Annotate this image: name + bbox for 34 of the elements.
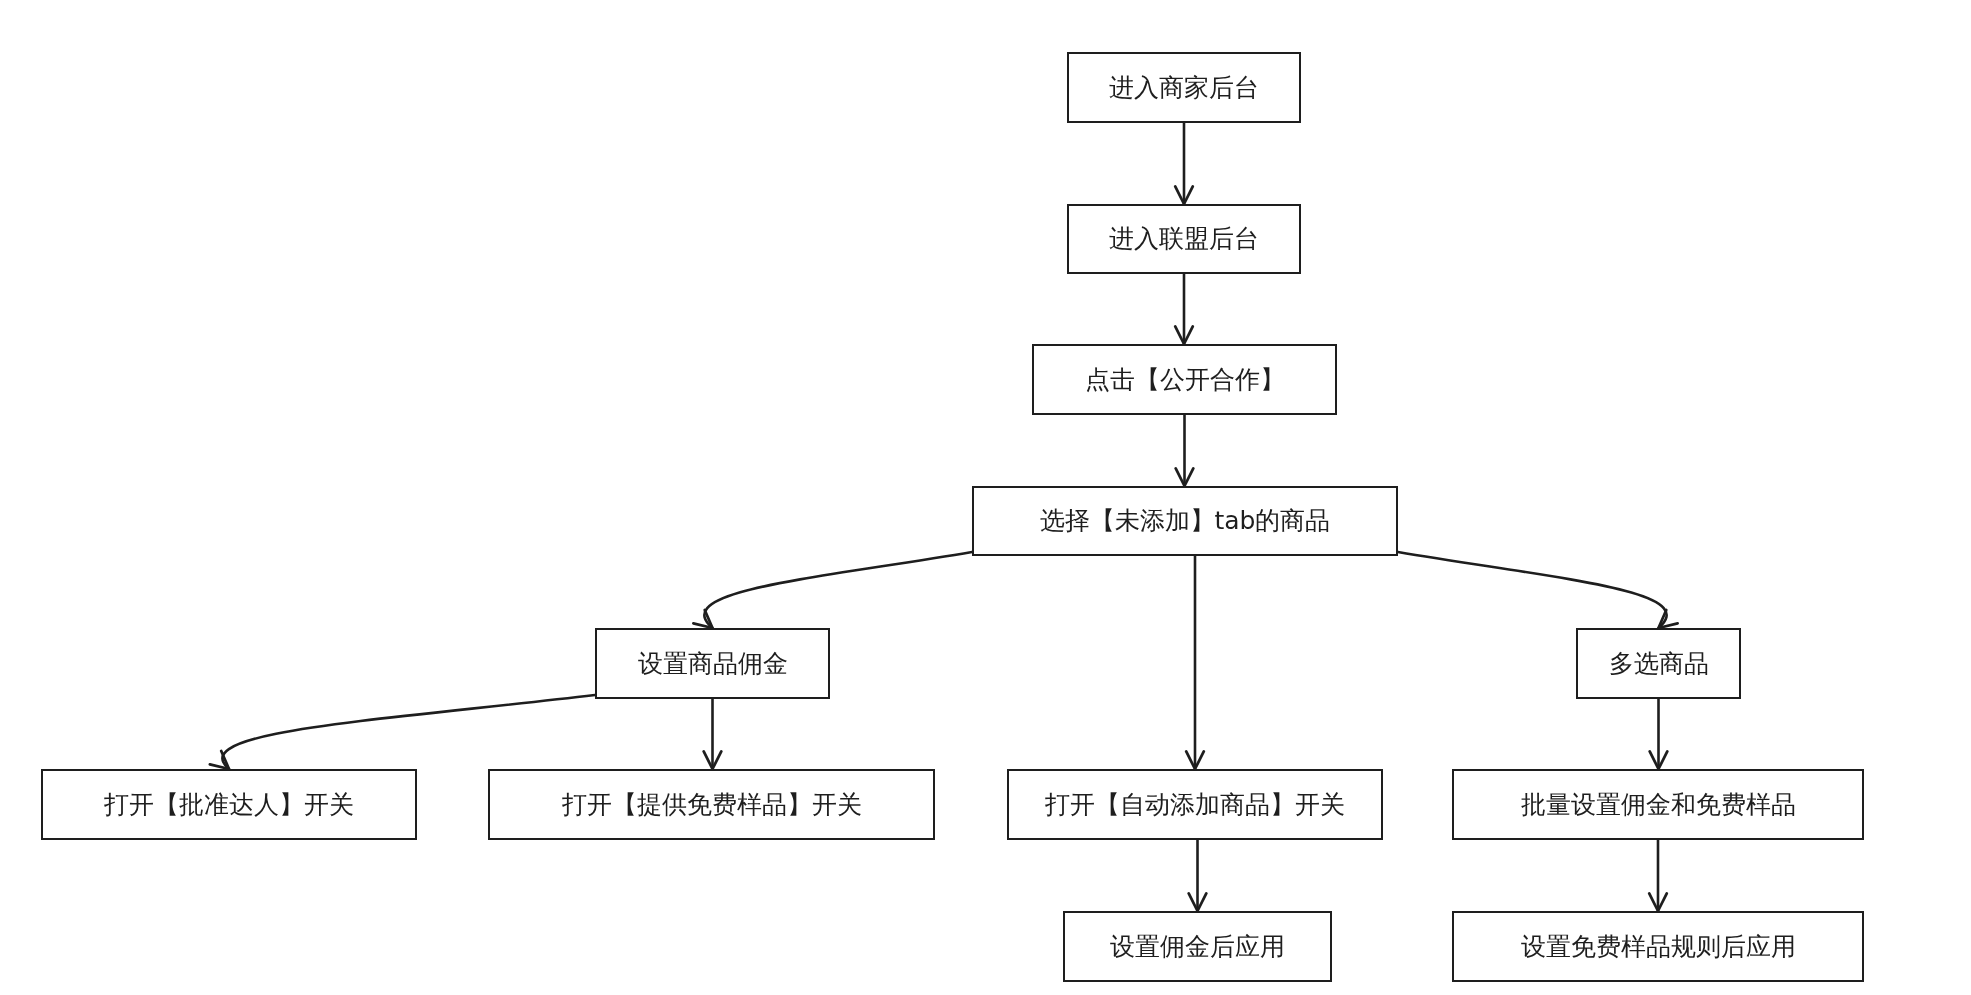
step-label: 批量设置佣金和免费样品 — [1520, 788, 1796, 821]
arrow — [1184, 554, 1206, 771]
step-label: 设置免费样品规则后应用 — [1520, 930, 1796, 963]
process-box — [1032, 344, 1337, 415]
step-label: 设置商品佣金 — [637, 647, 788, 680]
arrow — [1173, 121, 1195, 206]
process-box — [972, 486, 1398, 556]
process-box — [1007, 769, 1383, 840]
process-box — [595, 628, 830, 699]
step-label: 打开【自动添加商品】开关 — [1045, 788, 1345, 821]
step-label: 选择【未添加】tab的商品 — [1039, 505, 1331, 537]
process-box — [1576, 628, 1741, 699]
process-box — [1067, 204, 1301, 274]
arrow — [1174, 413, 1195, 488]
step-label: 多选商品 — [1608, 647, 1709, 680]
arrow — [693, 550, 974, 630]
process-box — [41, 769, 417, 840]
process-box — [488, 769, 935, 840]
arrow — [1647, 838, 1669, 913]
step-label: 打开【批准达人】开关 — [104, 788, 354, 821]
arrow — [1187, 838, 1208, 913]
arrow — [1173, 272, 1195, 346]
process-box — [1067, 52, 1301, 123]
step-label: 打开【提供免费样品】开关 — [561, 788, 862, 821]
process-box — [1452, 769, 1864, 840]
arrow — [702, 697, 723, 771]
step-label: 点击【公开合作】 — [1084, 363, 1285, 396]
arrow — [1648, 697, 1669, 771]
arrow — [210, 693, 597, 771]
step-label: 进入联盟后台 — [1109, 223, 1259, 255]
step-label: 设置佣金后应用 — [1110, 930, 1285, 963]
process-box — [1452, 911, 1864, 982]
step-label: 进入商家后台 — [1109, 71, 1259, 104]
process-box — [1063, 911, 1332, 982]
